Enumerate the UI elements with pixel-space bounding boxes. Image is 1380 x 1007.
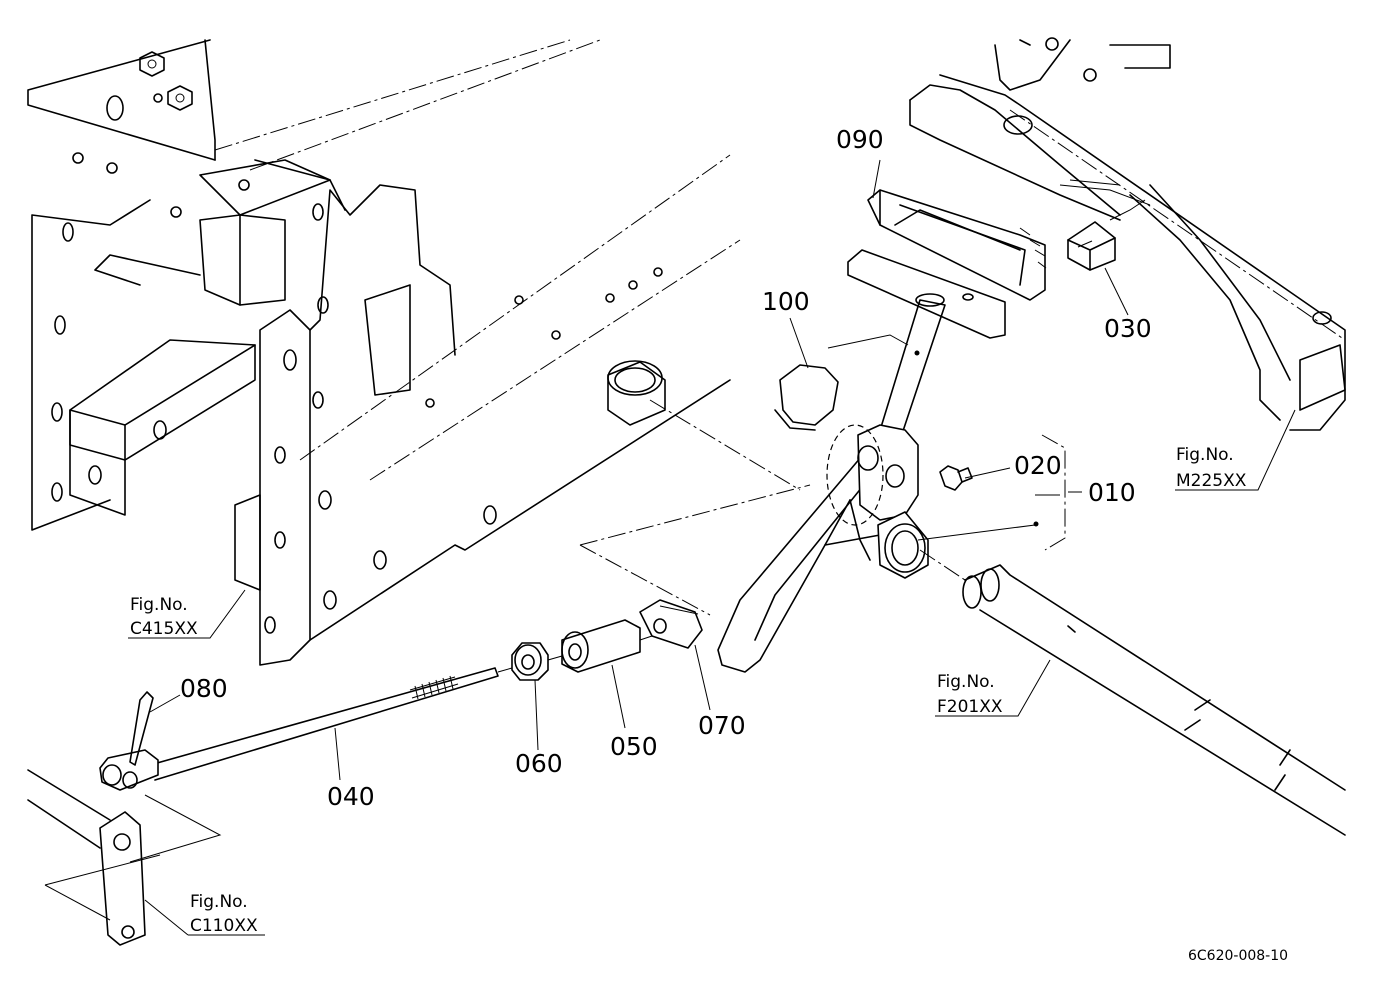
fig-ref-m225-code: M225XX xyxy=(1176,471,1247,491)
rod-assembly xyxy=(99,599,703,791)
fig-ref-f201-code: F201XX xyxy=(937,697,1003,717)
fig-ref-m225-label: Fig.No. xyxy=(1176,445,1234,465)
part-label-060: 060 xyxy=(515,749,563,778)
figure-reference-labels: Fig.No. C415XX Fig.No. M225XX Fig.No. F2… xyxy=(130,445,1247,936)
fig-ref-c415-code: C415XX xyxy=(130,619,198,639)
fig-ref-c110-label: Fig.No. xyxy=(190,892,248,912)
part-label-080: 080 xyxy=(180,674,228,703)
part-label-090: 090 xyxy=(836,125,884,154)
fig-ref-c415-label: Fig.No. xyxy=(130,595,188,615)
drawing-code: 6C620-008-10 xyxy=(1188,948,1288,964)
bushing-and-shaft xyxy=(579,360,1346,836)
part-label-010: 010 xyxy=(1088,478,1136,507)
frame-assembly xyxy=(27,39,741,946)
fig-ref-f201-label: Fig.No. xyxy=(937,672,995,692)
part-label-020: 020 xyxy=(1014,451,1062,480)
part-label-100: 100 xyxy=(762,287,810,316)
part-label-070: 070 xyxy=(698,711,746,740)
part-label-030: 030 xyxy=(1104,314,1152,343)
part-label-050: 050 xyxy=(610,732,658,761)
leader-lines xyxy=(128,159,1296,936)
fig-ref-c110-code: C110XX xyxy=(190,916,258,936)
right-frame-assembly xyxy=(909,37,1346,431)
part-number-labels: 090 100 030 020 010 080 070 050 060 040 xyxy=(180,125,1152,811)
part-label-040: 040 xyxy=(327,782,375,811)
pedal-assembly xyxy=(717,189,1047,673)
